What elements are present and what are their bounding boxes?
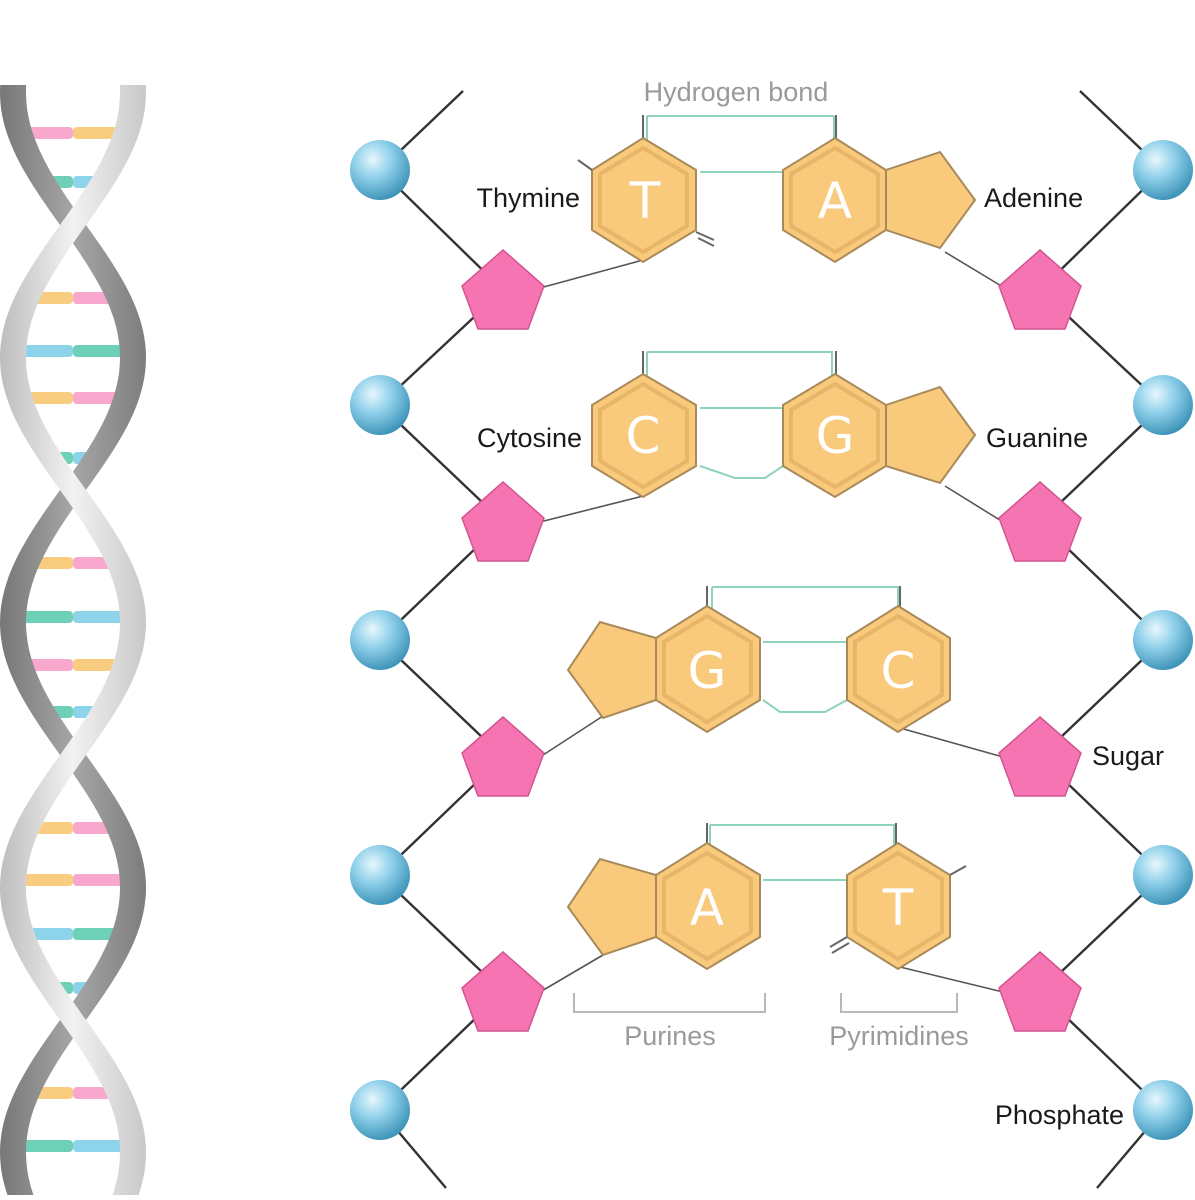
guanine-base: G: [782, 372, 977, 499]
sugar-pentagon: [461, 481, 545, 562]
thymine-label: Thymine: [476, 183, 580, 213]
base-letter: C: [881, 642, 916, 700]
helix-rung-segment: [73, 345, 133, 357]
phosphate-sphere: [1133, 1080, 1193, 1140]
guanine-label: Guanine: [986, 423, 1088, 453]
phosphate-sphere: [1133, 375, 1193, 435]
double-helix-illustration: [0, 85, 146, 1195]
phosphate-sphere: [350, 610, 410, 670]
base-pair-3: G C: [566, 604, 951, 734]
helix-rung-segment: [13, 345, 73, 357]
helix-rung-segment: [73, 1140, 133, 1152]
purines-label: Purines: [624, 1021, 716, 1051]
sugars: [461, 249, 1082, 1032]
base-letter: T: [629, 172, 661, 230]
phosphate-sphere: [350, 845, 410, 905]
hydrogen-bond-label: Hydrogen bond: [644, 77, 829, 107]
phosphate-sphere: [350, 375, 410, 435]
helix-rung-segment: [13, 611, 74, 623]
classification-brackets: [573, 993, 958, 1013]
phosphate-label: Phosphate: [995, 1100, 1124, 1130]
phosphate-sphere: [1133, 845, 1193, 905]
helix-rungs: [13, 127, 133, 1152]
base-pair-2: C G: [591, 372, 977, 499]
sugar-pentagon: [998, 481, 1082, 562]
guanine-base: G: [566, 604, 761, 734]
pyrimidines-bracket: [840, 993, 958, 1013]
base-letter: A: [690, 879, 724, 937]
base-pair-1: T A: [577, 136, 977, 264]
labels: Hydrogen bond Thymine Adenine Cytosine G…: [476, 77, 1164, 1130]
helix-rung-segment: [73, 874, 133, 886]
base-letter: G: [688, 642, 727, 700]
helix-rung-segment: [73, 611, 133, 623]
helix-rung-segment: [13, 874, 73, 886]
cytosine-base: C: [846, 604, 951, 734]
adenine-base: A: [566, 841, 761, 971]
cytosine-label: Cytosine: [477, 423, 582, 453]
glycosidic-links: [539, 251, 1004, 993]
base-letter: C: [626, 407, 661, 465]
base-letter: A: [818, 172, 852, 230]
sugar-pentagon: [461, 716, 545, 797]
sugar-pentagon: [998, 249, 1082, 330]
adenine-label: Adenine: [984, 183, 1083, 213]
thymine-base: T: [577, 136, 715, 264]
purines-bracket: [573, 993, 766, 1013]
cytosine-base: C: [591, 372, 697, 499]
base-letter: T: [882, 879, 914, 937]
sugar-label: Sugar: [1092, 741, 1164, 771]
base-letter: G: [816, 407, 855, 465]
base-pair-4: A T: [566, 841, 967, 971]
phosphate-sphere: [1133, 610, 1193, 670]
phosphate-sphere: [350, 1080, 410, 1140]
pyrimidines-label: Pyrimidines: [829, 1021, 969, 1051]
phosphate-sphere: [350, 140, 410, 200]
sugar-pentagon: [998, 716, 1082, 797]
adenine-base: A: [782, 136, 977, 264]
sugar-pentagon: [461, 951, 545, 1032]
phosphates: [350, 140, 1193, 1140]
sugar-pentagon: [461, 249, 545, 330]
sugar-pentagon: [998, 951, 1082, 1032]
helix-rung-segment: [13, 1140, 73, 1152]
phosphate-sphere: [1133, 140, 1193, 200]
thymine-base: T: [829, 841, 967, 971]
